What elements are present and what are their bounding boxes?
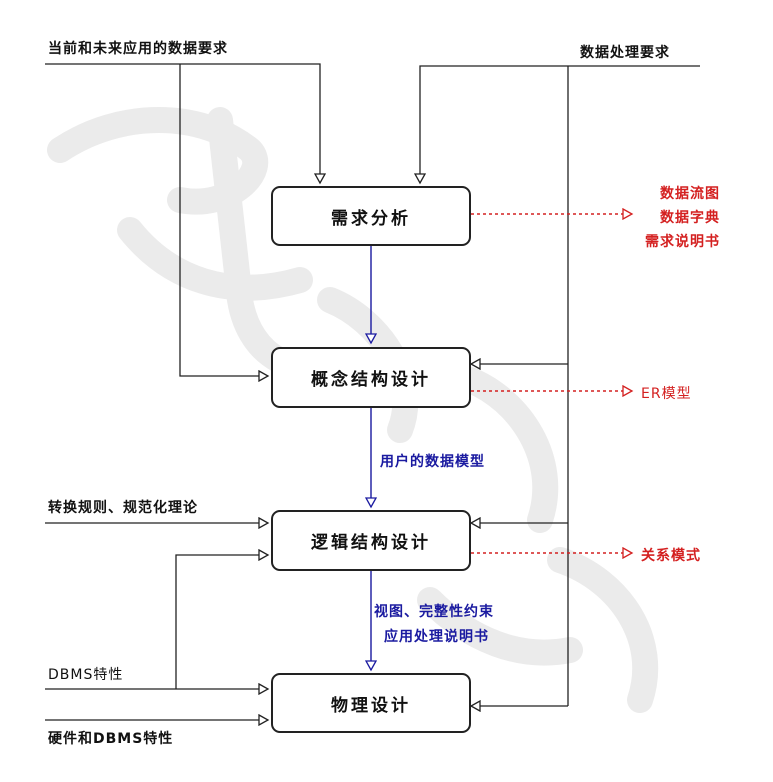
box-logical-design-label: 逻辑结构设计 (311, 533, 431, 553)
input-rules: 转换规则、规范化理论 (48, 500, 198, 516)
flow-label-app-spec: 应用处理说明书 (384, 629, 489, 645)
input-dbms: DBMS特性 (48, 667, 124, 683)
box-conceptual-design: 概念结构设计 (271, 347, 471, 408)
box-requirements-analysis: 需求分析 (271, 186, 471, 246)
edge-dbms (45, 555, 268, 689)
flow-label-user-model: 用户的数据模型 (380, 454, 485, 470)
edge-processing (420, 65, 700, 706)
box-requirements-analysis-label: 需求分析 (331, 208, 411, 229)
output-req-dict: 数据字典 (660, 210, 720, 226)
box-logical-design: 逻辑结构设计 (271, 510, 471, 571)
output-req-dfd: 数据流图 (660, 186, 720, 202)
output-relational-schema: 关系模式 (641, 548, 701, 564)
input-current-future: 当前和未来应用的数据要求 (48, 41, 228, 57)
output-er-model: ER模型 (641, 386, 692, 402)
edge-current-future (45, 63, 320, 376)
input-hw-dbms: 硬件和DBMS特性 (48, 731, 174, 747)
input-processing: 数据处理要求 (580, 45, 670, 61)
output-req-spec: 需求说明书 (645, 234, 720, 250)
flow-label-views-constraints: 视图、完整性约束 (374, 604, 494, 620)
box-physical-design: 物理设计 (271, 673, 471, 733)
box-conceptual-design-label: 概念结构设计 (311, 370, 431, 390)
output-edges (471, 214, 632, 553)
box-physical-design-label: 物理设计 (331, 695, 411, 716)
